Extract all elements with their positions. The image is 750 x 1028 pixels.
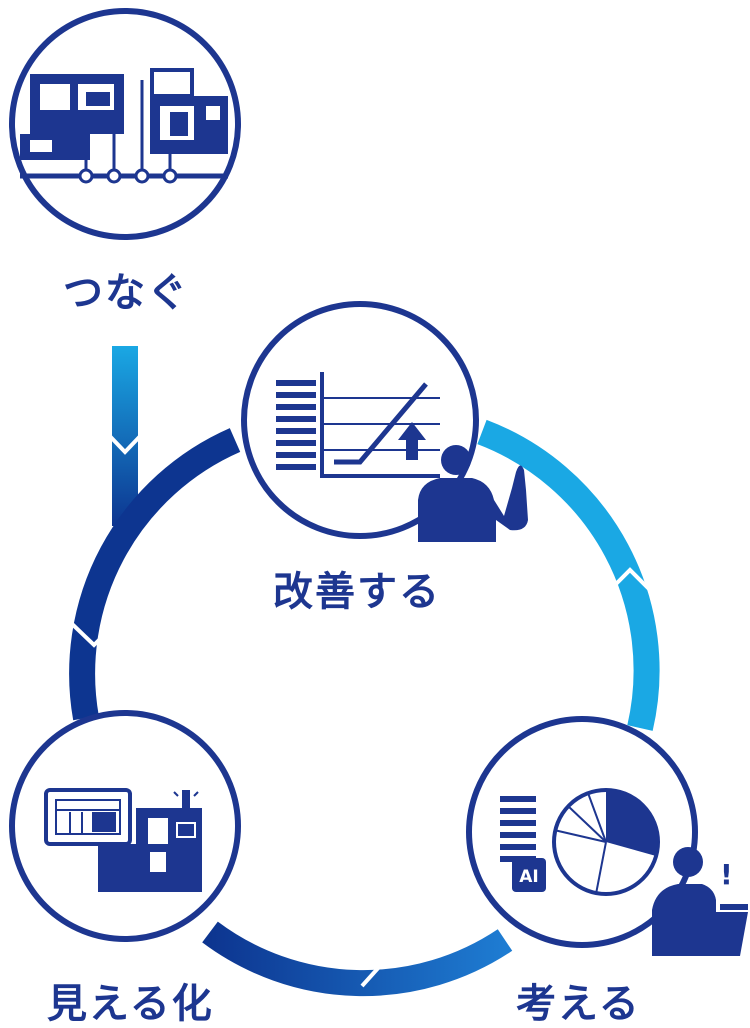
down-arrow <box>102 346 148 526</box>
step-label-visualize: 見える化 <box>47 981 214 1027</box>
improvement-chart-icon <box>241 301 528 542</box>
exclamation-mark: ! <box>720 858 733 891</box>
ai-badge <box>512 858 546 892</box>
monitor-machine-icon <box>9 710 241 942</box>
cycle-ring <box>68 419 660 997</box>
person-laptop-icon: ! <box>652 847 748 956</box>
arc-bottom <box>202 921 513 997</box>
factory-network-icon <box>9 8 241 240</box>
arc-right <box>477 419 660 731</box>
arc-left <box>69 428 241 721</box>
ai-pie-chart-icon: AI ! <box>466 716 748 956</box>
step-label-think: 考える <box>516 981 641 1027</box>
step-label-improve: 改善する <box>273 569 441 615</box>
person-thumbs-up-icon <box>418 445 528 542</box>
step-label-connect: つなぐ <box>63 270 189 316</box>
ai-badge-text: AI <box>519 867 538 887</box>
